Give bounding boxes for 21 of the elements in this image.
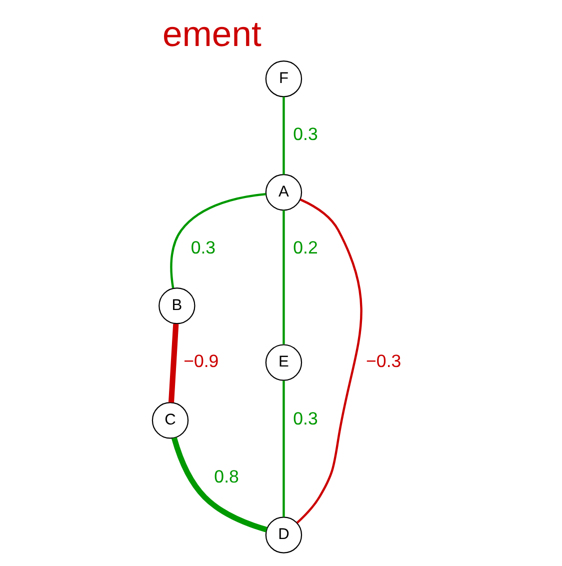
connector (168, 324, 178, 403)
diagram-title: ement (162, 14, 261, 54)
edge-label: 0.3 (292, 124, 318, 144)
node-circle: B (158, 287, 195, 324)
connector (170, 437, 267, 532)
connector (282, 210, 284, 344)
edge-label: −0.9 (183, 350, 218, 371)
connector (282, 380, 284, 517)
node-circle: E (264, 344, 302, 381)
edge-label: 0.8 (214, 466, 238, 486)
connector (282, 96, 284, 175)
node-circle: F (264, 60, 302, 98)
connector (170, 193, 266, 288)
edge-label: 0.2 (292, 237, 318, 258)
node-circle: D (264, 516, 302, 554)
edge-label: 0.3 (190, 237, 216, 258)
node-circle: C (151, 402, 188, 439)
edge-label: −0.3 (366, 350, 401, 371)
connector (296, 198, 362, 524)
edge-label: 0.3 (292, 408, 318, 429)
node-circle: A (264, 174, 302, 211)
